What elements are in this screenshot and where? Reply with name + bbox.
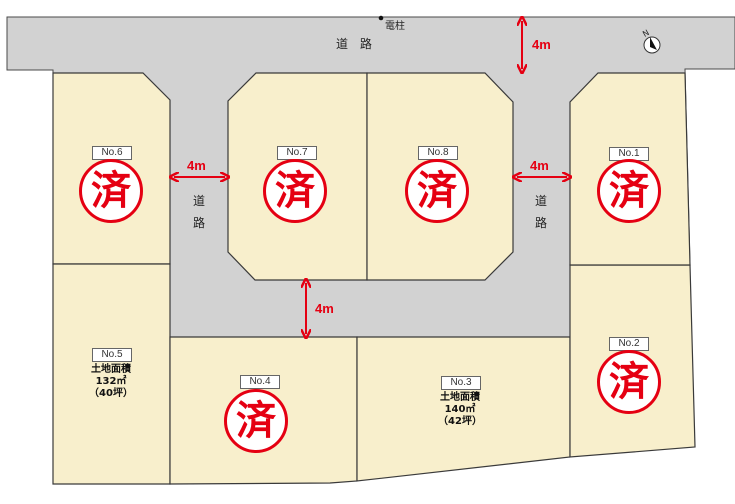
lot-5-area-tsubo: （40坪）: [89, 388, 133, 399]
lot-3-area-label: 土地面積: [440, 392, 480, 403]
utility-pole-dot: [378, 15, 384, 21]
lot-8-sold-stamp: 済: [405, 159, 469, 223]
lot-6-sold-stamp: 済: [79, 159, 143, 223]
left-road-label: 道 路: [192, 190, 206, 234]
right-road-label: 道 路: [534, 190, 548, 234]
top-road-dimension-label: 4m: [532, 37, 551, 52]
top-road-label: 道 路: [336, 37, 376, 51]
lot-2-sold-stamp: 済: [597, 350, 661, 414]
left-road-dimension-label: 4m: [187, 158, 206, 173]
lot-3-area-tsubo: （42坪）: [438, 416, 482, 427]
lot-5-area-label: 土地面積: [91, 364, 131, 375]
lot-5-area-sqm: 132㎡: [95, 376, 127, 387]
lot-7-number: No.7: [277, 146, 317, 160]
lot-1-sold-stamp: 済: [597, 159, 661, 223]
right-road-label-char-1: 道: [534, 194, 547, 208]
lot-4-number: No.4: [240, 375, 280, 389]
utility-pole-label: 電柱: [385, 21, 405, 32]
lot-5-number: No.5: [92, 348, 132, 362]
lot-5-area-info: 土地面積 132㎡ （40坪）: [76, 364, 146, 400]
left-road-label-char-2: 路: [192, 216, 205, 230]
lot-6-number: No.6: [92, 146, 132, 160]
lot-7-sold-stamp: 済: [263, 159, 327, 223]
lot-2-number: No.2: [609, 337, 649, 351]
lot-8-number: No.8: [418, 146, 458, 160]
inner-road-dimension-label: 4m: [315, 301, 334, 316]
lot-3-area-info: 土地面積 140㎡ （42坪）: [425, 392, 495, 428]
left-road-label-char-1: 道: [192, 194, 205, 208]
north-arrow-icon: [643, 36, 661, 54]
lot-4-sold-stamp: 済: [224, 389, 288, 453]
lot-3-area-sqm: 140㎡: [444, 404, 476, 415]
right-road-label-char-2: 路: [534, 216, 547, 230]
lot-3-number: No.3: [441, 376, 481, 390]
right-road-dimension-label: 4m: [530, 158, 549, 173]
